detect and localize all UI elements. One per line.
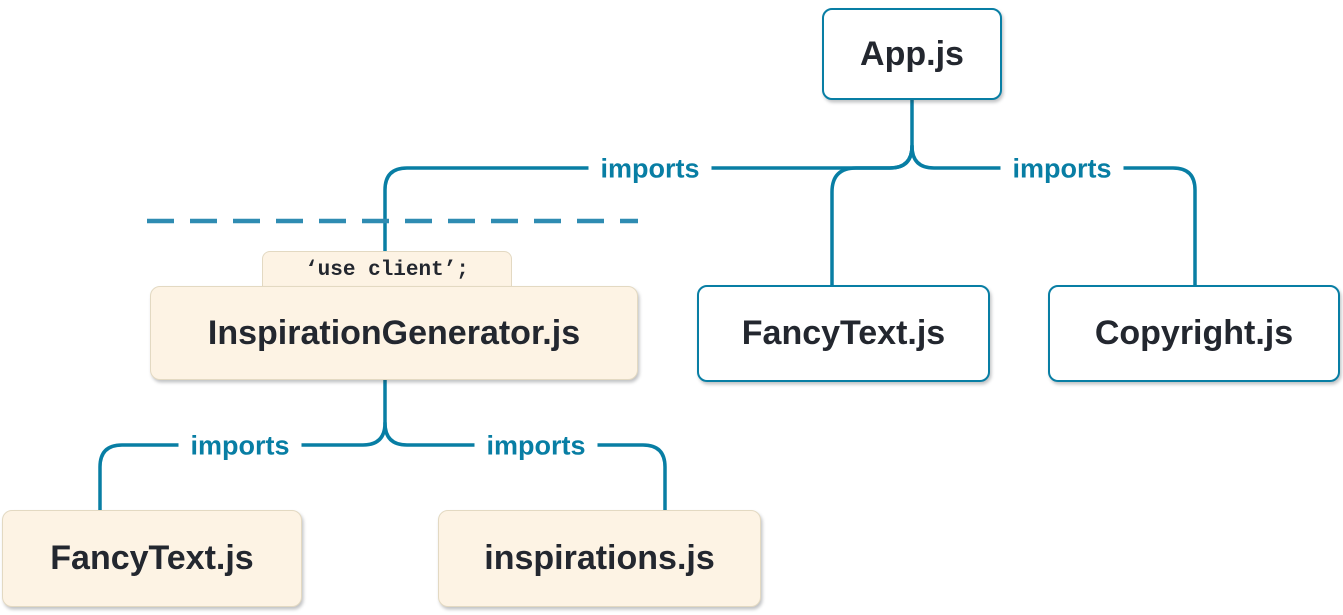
node-inspirationgenerator-js: InspirationGenerator.js: [150, 286, 638, 380]
node-label: FancyText.js: [741, 314, 946, 352]
edge-inspirationgenerator-to-inspirations: [383, 421, 667, 514]
edge-label-imports: imports: [474, 430, 598, 462]
node-label: inspirations.js: [484, 539, 715, 577]
node-label: Copyright.js: [1094, 314, 1294, 352]
edge-label-imports: imports: [178, 430, 302, 462]
edge-label-imports: imports: [1000, 153, 1124, 185]
node-copyright-js: Copyright.js: [1048, 285, 1340, 382]
node-app-js: App.js: [822, 8, 1002, 100]
node-fancytext-js-top: FancyText.js: [697, 285, 990, 382]
node-label: InspirationGenerator.js: [207, 313, 581, 352]
use-client-directive-tag: ‘use client’;: [262, 251, 512, 288]
edge-app-to-copyright: [910, 144, 1197, 289]
edge-label-imports: imports: [588, 153, 712, 185]
node-inspirations-js: inspirations.js: [438, 510, 761, 607]
node-fancytext-js-bottom: FancyText.js: [2, 510, 302, 607]
edge-app-to-fancytext: [830, 144, 914, 289]
node-label: App.js: [860, 34, 964, 73]
node-label: FancyText.js: [50, 539, 254, 577]
